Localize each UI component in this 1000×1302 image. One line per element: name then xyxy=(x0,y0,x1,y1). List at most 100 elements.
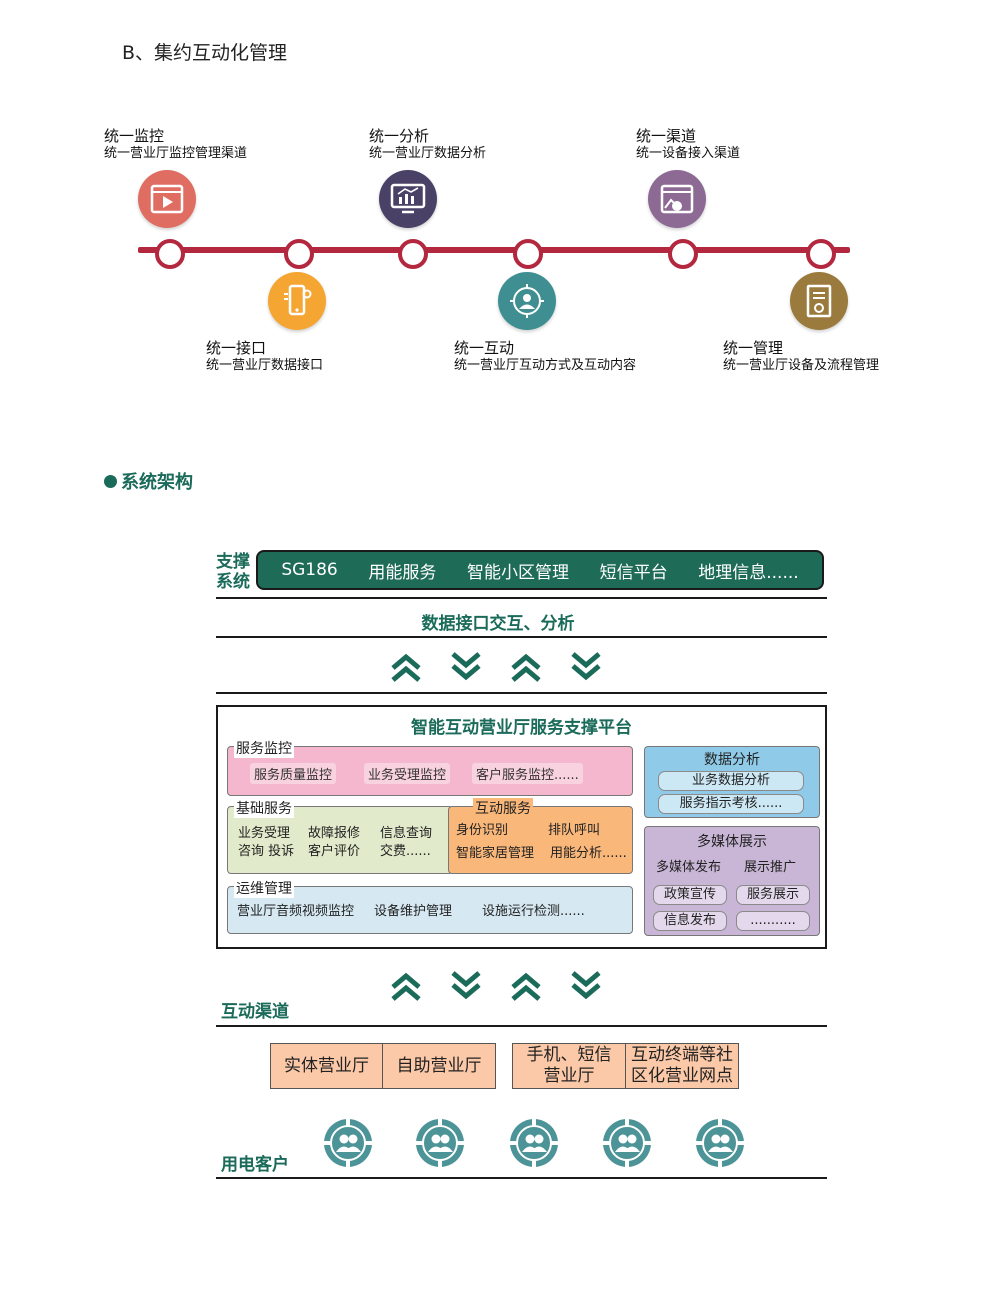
ops-management-item: 设施运行检测...... xyxy=(482,904,585,919)
double-chevron-up-icon xyxy=(391,653,421,682)
divider xyxy=(216,636,827,638)
timeline-node xyxy=(284,239,314,269)
timeline-item-interface: 统一接口 统一营业厅数据接口 xyxy=(206,339,323,374)
page-heading: B、集约互动化管理 xyxy=(122,42,288,64)
customer-icon xyxy=(695,1118,745,1168)
basic-service-item: 业务受理 xyxy=(238,826,291,841)
timeline-item-channel: 统一渠道 统一设备接入渠道 xyxy=(636,127,740,162)
channel-physical-hall: 实体营业厅 xyxy=(270,1043,383,1089)
multimedia-item: 政策宣传 xyxy=(653,885,727,905)
service-monitor-item: 客户服务监控...... xyxy=(472,763,583,784)
bullet-dot-icon xyxy=(104,474,117,488)
timeline-item-subtitle: 统一营业厅设备及流程管理 xyxy=(723,358,880,373)
timeline-line xyxy=(138,247,850,253)
data-flow-arrows xyxy=(389,650,603,684)
double-chevron-down-icon xyxy=(451,652,481,681)
timeline-item-title: 统一分析 xyxy=(369,127,430,145)
support-item: 地理信息...... xyxy=(698,562,799,583)
service-monitor-item: 服务质量监控 xyxy=(250,763,337,784)
timeline-item-interaction: 统一互动 统一营业厅互动方式及互动内容 xyxy=(454,339,636,374)
channel-window-icon xyxy=(648,170,706,228)
customer-icon xyxy=(415,1118,465,1168)
ops-management-item: 营业厅音频视频监控 xyxy=(237,904,355,919)
support-item: 智能小区管理 xyxy=(466,562,569,583)
customer-icon xyxy=(602,1118,652,1168)
channel-flow-arrows xyxy=(389,969,603,1003)
support-label-line: 系统 xyxy=(216,572,250,592)
ops-management-item: 设备维护管理 xyxy=(374,904,453,919)
mobile-settings-icon xyxy=(268,272,326,330)
timeline-item-management: 统一管理 统一营业厅设备及流程管理 xyxy=(723,339,879,374)
double-chevron-down-icon xyxy=(571,652,601,681)
multimedia-title: 多媒体展示 xyxy=(697,834,767,850)
customers-label: 用电客户 xyxy=(221,1155,289,1175)
timeline-node xyxy=(398,239,428,269)
basic-service-item: 客户评价 xyxy=(308,844,361,859)
basic-service-item: 故障报修 xyxy=(308,826,361,841)
timeline-item-title: 统一监控 xyxy=(104,127,165,145)
timeline-item-subtitle: 统一营业厅监控管理渠道 xyxy=(104,146,248,161)
support-item: 短信平台 xyxy=(599,562,668,583)
timeline-node xyxy=(668,239,698,269)
timeline-item-analysis: 统一分析 统一营业厅数据分析 xyxy=(369,127,486,162)
data-interface-title: 数据接口交互、分析 xyxy=(421,614,575,634)
section-title: 系统架构 xyxy=(104,468,193,494)
support-item: SG186 xyxy=(281,560,338,580)
timeline-item-title: 统一管理 xyxy=(723,339,784,357)
timeline-item-subtitle: 统一营业厅数据接口 xyxy=(206,358,324,373)
timeline-node xyxy=(806,239,836,269)
timeline-node xyxy=(513,239,543,269)
ops-management-title: 运维管理 xyxy=(234,878,294,898)
multimedia-item: 服务展示 xyxy=(736,885,810,905)
interactive-service-group xyxy=(448,806,633,874)
video-player-icon xyxy=(138,170,196,228)
data-analysis-item: 业务数据分析 xyxy=(658,771,804,791)
timeline-item-subtitle: 统一营业厅数据分析 xyxy=(369,146,487,161)
basic-service-item: 咨询 投诉 xyxy=(238,844,295,859)
basic-service-item: 信息查询 xyxy=(380,826,433,841)
support-item: 用能服务 xyxy=(368,562,437,583)
double-chevron-down-icon xyxy=(451,971,481,1000)
timeline-item-subtitle: 统一设备接入渠道 xyxy=(636,146,741,161)
analytics-monitor-icon xyxy=(379,170,437,228)
service-monitor-title: 服务监控 xyxy=(234,738,294,758)
channels-label: 互动渠道 xyxy=(221,1002,289,1022)
timeline-item-title: 统一渠道 xyxy=(636,127,697,145)
support-system-label: 支撑 系统 xyxy=(216,552,250,592)
channel-self-service-hall: 自助营业厅 xyxy=(382,1043,496,1089)
support-system-bar: SG186 用能服务 智能小区管理 短信平台 地理信息...... xyxy=(256,550,824,590)
section-title-text: 系统架构 xyxy=(121,472,193,493)
data-analysis-item: 服务指示考核...... xyxy=(658,794,804,814)
service-monitor-item: 业务受理监控 xyxy=(364,763,451,784)
double-chevron-up-icon xyxy=(391,972,421,1001)
interactive-service-title: 互动服务 xyxy=(473,798,533,818)
divider xyxy=(216,1177,827,1179)
double-chevron-up-icon xyxy=(511,653,541,682)
customer-icon xyxy=(509,1118,559,1168)
channel-community-terminal: 互动终端等社区化营业网点 xyxy=(625,1043,739,1089)
interactive-service-item: 用能分析...... xyxy=(550,846,627,861)
ops-management-group xyxy=(227,886,633,934)
interactive-service-item: 排队呼叫 xyxy=(548,823,601,838)
double-chevron-up-icon xyxy=(511,972,541,1001)
interaction-users-icon xyxy=(498,272,556,330)
multimedia-item: 信息发布 xyxy=(653,911,727,931)
channel-mobile-sms-hall: 手机、短信营业厅 xyxy=(512,1043,626,1089)
divider xyxy=(216,1025,827,1027)
timeline-item-title: 统一互动 xyxy=(454,339,515,357)
basic-service-item: 交费...... xyxy=(380,844,431,859)
data-analysis-title: 数据分析 xyxy=(704,752,760,768)
multimedia-item: 展示推广 xyxy=(744,860,797,875)
interactive-service-item: 智能家居管理 xyxy=(456,846,535,861)
interactive-service-item: 身份识别 xyxy=(456,823,509,838)
support-label-line: 支撑 xyxy=(216,552,250,572)
timeline-node xyxy=(155,239,185,269)
timeline-item-title: 统一接口 xyxy=(206,339,267,357)
platform-title: 智能互动营业厅服务支撑平台 xyxy=(411,718,632,738)
multimedia-item: 多媒体发布 xyxy=(656,860,722,875)
divider xyxy=(216,597,827,599)
timeline-item-monitor: 统一监控 统一营业厅监控管理渠道 xyxy=(104,127,247,162)
document-settings-icon xyxy=(790,272,848,330)
customer-icon xyxy=(323,1118,373,1168)
double-chevron-down-icon xyxy=(571,971,601,1000)
